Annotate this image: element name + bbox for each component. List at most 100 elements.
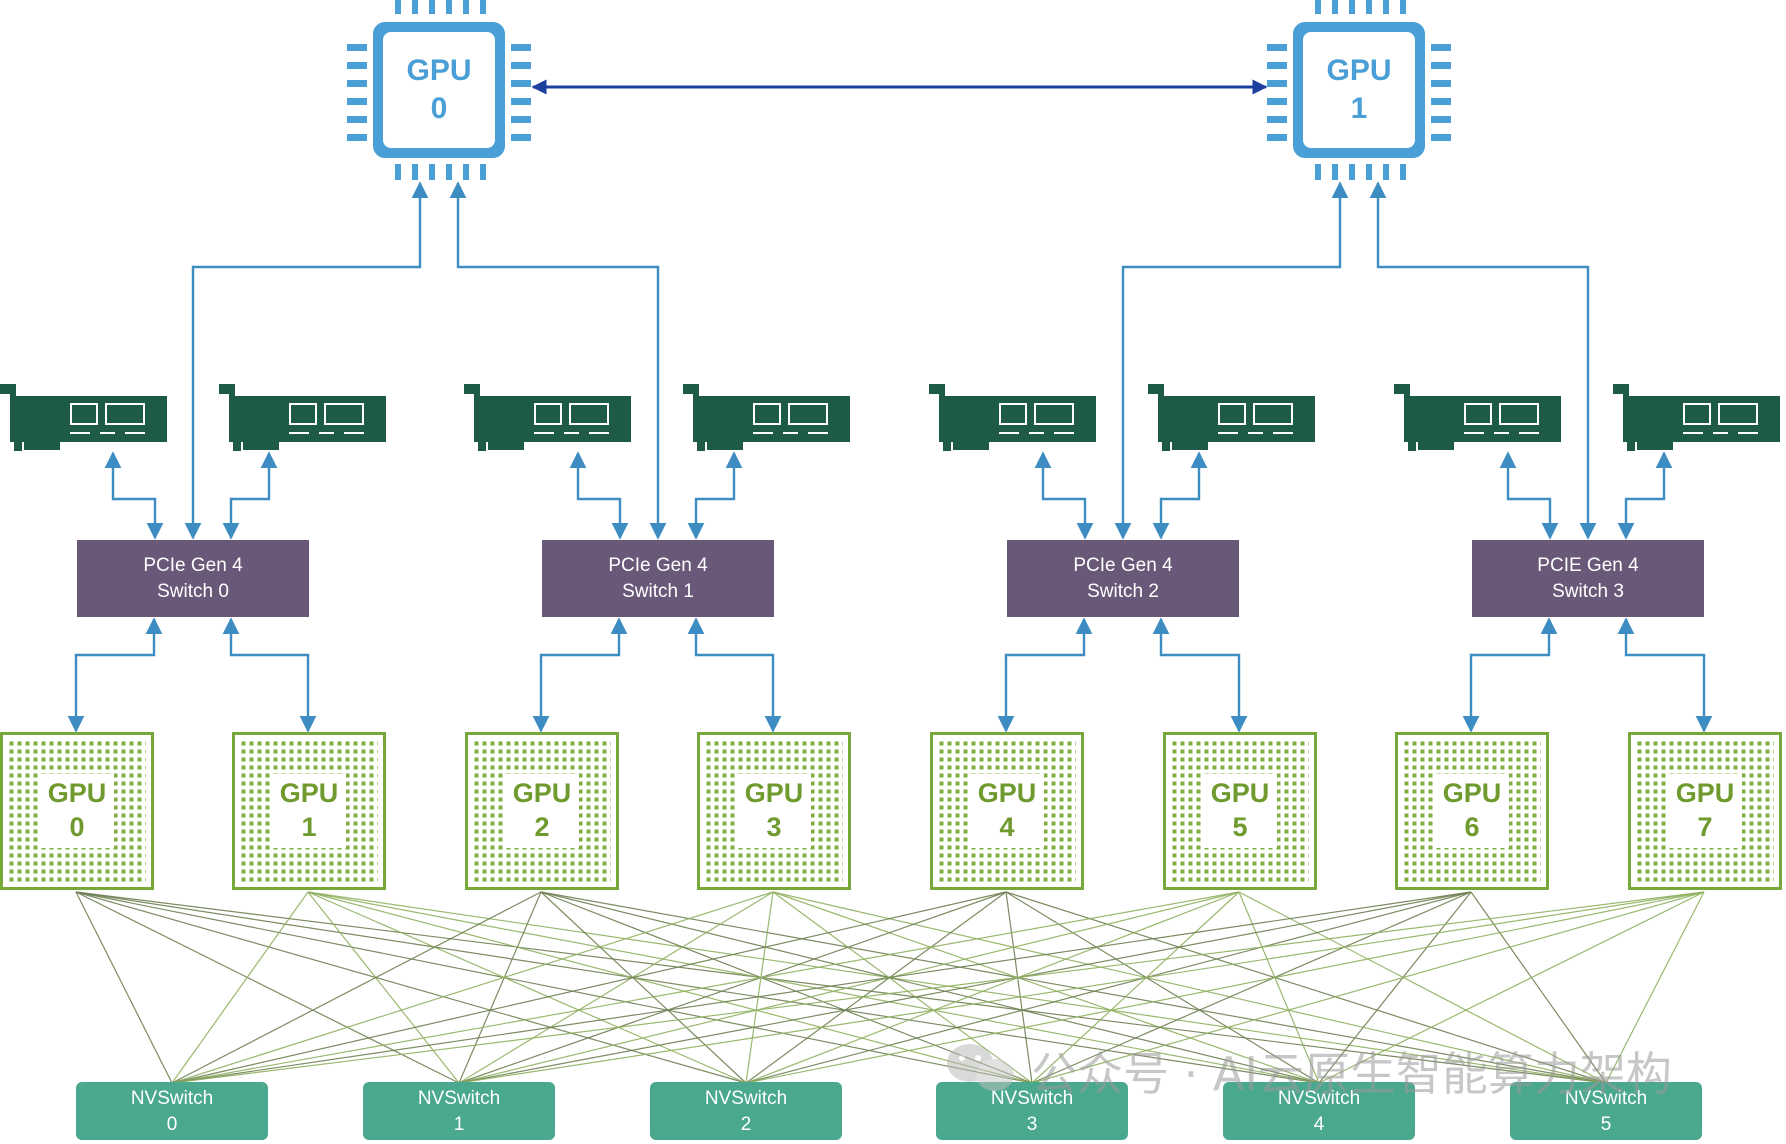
nvswitch-title: NVSwitch (1565, 1088, 1647, 1109)
nvswitch-title: NVSwitch (991, 1088, 1073, 1109)
gpu-index: 5 (1232, 812, 1247, 842)
nvlink-line (458, 891, 1240, 1084)
nvswitch-box (650, 1082, 842, 1140)
nvlink-line (458, 891, 542, 1084)
pcie-switch-name: Switch 0 (157, 581, 229, 602)
cpu-0: GPU 0 (347, 0, 531, 180)
nvlink-line (772, 891, 1607, 1084)
nvlink-line (1031, 891, 1240, 1084)
gpu-label: GPU (1676, 778, 1735, 808)
nvlink-line (171, 891, 774, 1084)
nic-card (683, 384, 850, 451)
nvswitch-title: NVSwitch (1278, 1088, 1360, 1109)
nic-port (999, 403, 1027, 425)
nvswitch-index: 2 (741, 1114, 752, 1135)
gpu-label: GPU (513, 778, 572, 808)
nic-connector (1172, 442, 1208, 450)
pcie-link (104, 451, 164, 540)
nvlink-line (458, 891, 1705, 1084)
gpu-die (505, 774, 579, 848)
nic-port (788, 403, 828, 425)
pcie-link (1369, 181, 1597, 540)
nvlink-line (171, 891, 1007, 1084)
pcie-link (1152, 451, 1208, 540)
nvlink-line (745, 891, 774, 1084)
gpu-label: GPU (1211, 778, 1270, 808)
pcie-switch-title: PCIe Gen 4 (143, 555, 243, 576)
pcie-link (997, 617, 1093, 733)
pcie-switch-name: Switch 2 (1087, 581, 1159, 602)
pcie-link (67, 617, 163, 733)
nic-port (324, 403, 364, 425)
gpu-5: GPU 5 (1163, 732, 1317, 890)
nvlink-line (171, 891, 309, 1084)
gpu-3: GPU 3 (697, 732, 851, 890)
nvlink-line (458, 891, 774, 1084)
gpu-index: 4 (999, 812, 1014, 842)
nvswitch-box (936, 1082, 1128, 1140)
nic-port (1253, 403, 1293, 425)
pcie-links (67, 181, 1713, 733)
nvlink-line (745, 891, 1240, 1084)
nvswitch-box (363, 1082, 555, 1140)
nic-connector (243, 442, 279, 450)
pcie-switch-title: PCIe Gen 4 (608, 555, 708, 576)
nvlink-line (1005, 891, 1033, 1084)
nvlink-line (307, 891, 1320, 1084)
nvlink-line (1605, 891, 1705, 1084)
nvlink-line (458, 891, 1007, 1084)
nvswitch-index: 4 (1314, 1114, 1325, 1135)
watermark-text: 公众号 · AI云原生智能算力架构 (1031, 1047, 1672, 1101)
nic-card (0, 384, 167, 451)
nvlink-line (307, 891, 747, 1084)
nvlink-line (458, 891, 1472, 1084)
nvlink-line (772, 891, 1033, 1084)
nvlink-line (307, 891, 1033, 1084)
nic-card (464, 384, 631, 451)
nvswitch-row: NVSwitch0NVSwitch1NVSwitch2NVSwitch3NVSw… (76, 1082, 1702, 1140)
cpu-label: GPU (1326, 54, 1391, 87)
nic-connector (1418, 442, 1454, 450)
pcie-link (1462, 617, 1558, 733)
gpu-index: 1 (301, 812, 316, 842)
nic-connector (953, 442, 989, 450)
pcie-switch-3: PCIE Gen 4 Switch 3 (1472, 540, 1704, 617)
nvlink-mesh (75, 891, 1705, 1084)
nic-card (1394, 384, 1561, 451)
pcie-link (1034, 451, 1094, 540)
cpu-label: GPU (406, 54, 471, 87)
chip-face (1303, 32, 1415, 148)
gpu-index: 3 (766, 812, 781, 842)
nvlink-line (75, 891, 173, 1084)
nvlink-line (75, 891, 460, 1084)
chip-face (383, 32, 495, 148)
nic-port (1683, 403, 1711, 425)
pcie-link (449, 181, 667, 540)
pcie-link (1617, 617, 1713, 733)
nvlink-line (171, 891, 1705, 1084)
nvswitch-box (1223, 1082, 1415, 1140)
gpu-label: GPU (745, 778, 804, 808)
nic-port (289, 403, 317, 425)
nvlink-line (1318, 891, 1705, 1084)
nvlink-line (307, 891, 460, 1084)
gpu-die (272, 774, 346, 848)
nvswitch-box (1510, 1082, 1702, 1140)
nvlink-line (745, 891, 1472, 1084)
nic-port (1718, 403, 1758, 425)
pcie-link (569, 451, 629, 540)
nic-port (569, 403, 609, 425)
nic-card (929, 384, 1096, 451)
nic-port (1218, 403, 1246, 425)
nvlink-line (171, 891, 542, 1084)
pcie-switch-name: Switch 3 (1552, 581, 1624, 602)
nic-card (1148, 384, 1315, 451)
